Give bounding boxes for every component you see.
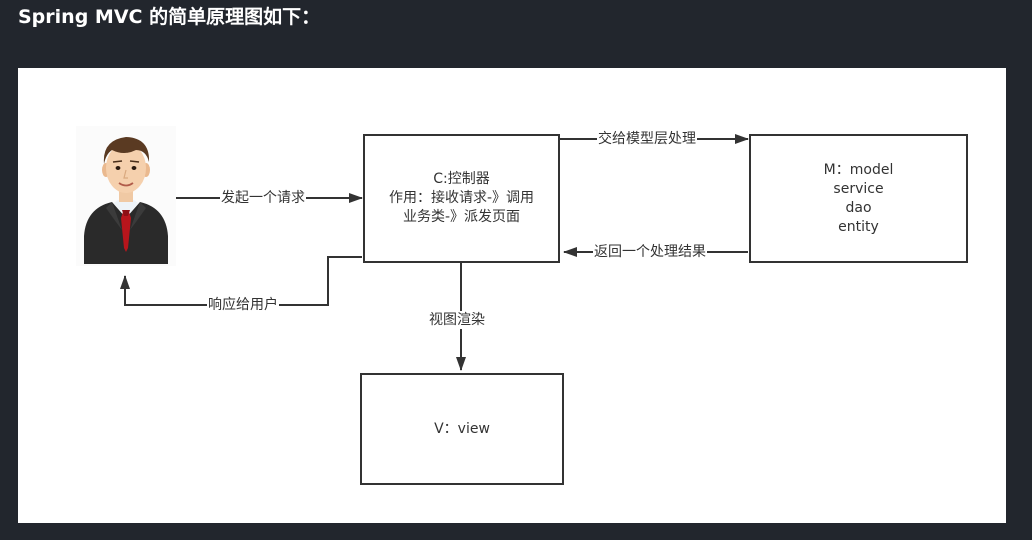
model-line-2: service	[833, 180, 884, 197]
model-line-3: dao	[845, 199, 872, 216]
edge-respond-user	[120, 256, 362, 306]
model-line-4: entity	[838, 218, 879, 235]
controller-line-3: 业务类-》派发页面	[402, 209, 521, 225]
label-render-view: 视图渲染	[428, 311, 486, 329]
controller-box: C:控制器 作用：接收请求-》调用 业务类-》派发页面	[363, 134, 560, 263]
model-box: M：model service dao entity	[749, 134, 968, 263]
page-title: Spring MVC 的简单原理图如下：	[18, 6, 321, 28]
label-return-result: 返回一个处理结果	[593, 243, 707, 261]
model-line-1: M：model	[823, 161, 894, 178]
user-avatar	[76, 126, 176, 266]
controller-line-1: C:控制器	[433, 171, 490, 187]
controller-line-2: 作用：接收请求-》调用	[388, 190, 535, 206]
label-send-request: 发起一个请求	[220, 189, 306, 207]
view-line-1: V：view	[434, 420, 490, 437]
label-respond-user: 响应给用户	[207, 296, 279, 314]
diagram-canvas: C:控制器 作用：接收请求-》调用 业务类-》派发页面 M：model serv…	[18, 68, 1006, 523]
view-box: V：view	[360, 373, 564, 485]
label-to-model: 交给模型层处理	[597, 130, 697, 148]
